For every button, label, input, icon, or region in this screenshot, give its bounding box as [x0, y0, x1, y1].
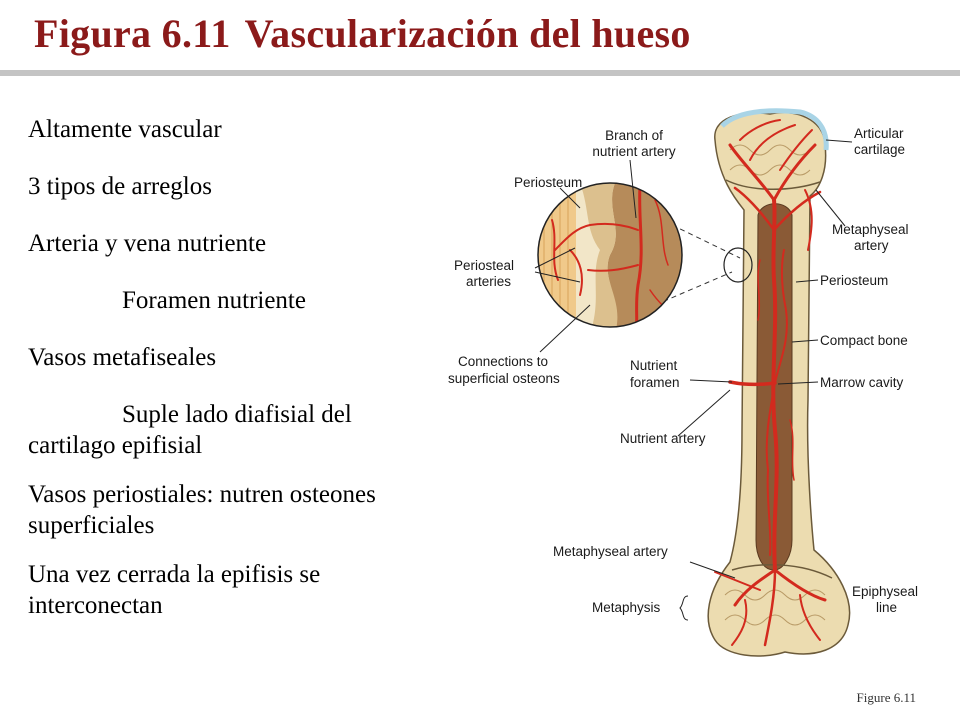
label-metaphysis: Metaphysis	[592, 600, 661, 615]
bullet-item: Vasos periostiales: nutren osteones supe…	[28, 481, 376, 539]
figure-caption: Figure 6.11	[856, 690, 916, 705]
label-branch-nutrient-artery-line2: nutrient artery	[592, 144, 676, 159]
metaphysis-brace	[679, 595, 689, 621]
label-periosteum: Periosteum	[820, 273, 888, 288]
figure-number: Figura 6.11	[34, 11, 231, 56]
bullet-item: Altamente vascular	[28, 116, 222, 143]
inset-marker	[723, 247, 753, 283]
label-articular-cartilage: Articular	[854, 126, 904, 141]
label-metaphyseal-artery-top: Metaphyseal	[832, 222, 909, 237]
bullet-item-indented-wrap: Suple lado diafisial del cartilago epifi…	[28, 401, 352, 459]
bullet-item-indented: Foramen nutriente	[122, 287, 306, 314]
label-connections-osteons: Connections to	[458, 354, 548, 369]
label-periosteal-arteries: Periosteal	[454, 258, 514, 273]
label-metaphyseal-artery-bottom: Metaphyseal artery	[553, 544, 668, 559]
title-divider	[0, 70, 960, 76]
epiphyseal-line	[731, 564, 833, 579]
page-title: Figura 6.11 Vascularización del hueso	[34, 10, 691, 57]
bullet-item: Arteria y vena nutriente	[28, 230, 267, 257]
bullet-item: Vasos metafiseales	[28, 344, 217, 371]
articular-cartilage	[720, 108, 829, 151]
label-connections-osteons-line2: superficial osteons	[448, 371, 560, 386]
label-compact-bone: Compact bone	[820, 333, 908, 348]
leader-lines	[534, 139, 853, 579]
label-metaphyseal-artery-top-line2: artery	[854, 238, 889, 253]
label-periosteum-inset: Periosteum	[514, 175, 582, 190]
title-text: Vascularización del hueso	[244, 11, 691, 56]
epiphyseal-line-top	[725, 179, 821, 190]
label-nutrient-artery: Nutrient artery	[620, 431, 706, 446]
label-marrow-cavity: Marrow cavity	[820, 375, 904, 390]
zoom-line	[671, 224, 741, 259]
artery-network	[714, 119, 827, 647]
label-epiphyseal-line-line2: line	[876, 600, 897, 615]
bone-vascularization-diagram: Branch of nutrient artery Periosteum Per…	[448, 108, 918, 657]
label-periosteal-arteries-line2: arteries	[466, 274, 511, 289]
zoom-line	[654, 271, 733, 306]
bullet-item: 3 tipos de arreglos	[28, 173, 212, 200]
label-epiphyseal-line: Epiphyseal	[852, 584, 918, 599]
bullet-item: Una vez cerrada la epifisis se intercone…	[28, 561, 321, 619]
magnified-inset	[537, 182, 683, 328]
label-nutrient-foramen-line2: foramen	[630, 375, 680, 390]
label-articular-cartilage-line2: cartilage	[854, 142, 905, 157]
bullet-list: Altamente vascular 3 tipos de arreglos A…	[28, 114, 428, 647]
label-nutrient-foramen: Nutrient	[630, 358, 678, 373]
label-branch-nutrient-artery: Branch of	[605, 128, 663, 143]
